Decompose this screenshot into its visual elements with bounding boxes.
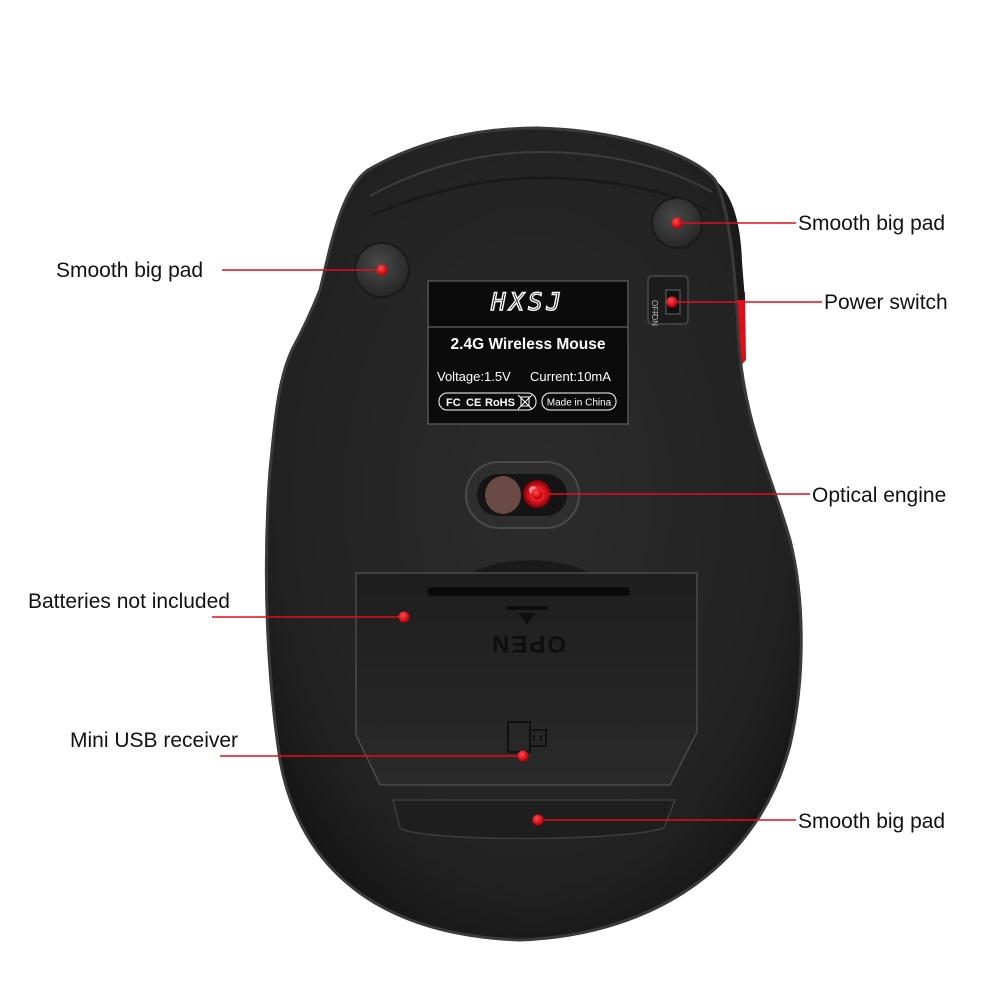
callout-dot-optical — [531, 488, 543, 500]
origin-badge — [541, 392, 617, 411]
callout-lines — [212, 222, 822, 821]
brand-logo: HXSJ — [490, 288, 565, 316]
callout-pad-top-left: Smooth big pad — [56, 259, 204, 282]
cert-fc: FC — [446, 397, 461, 409]
callout-power-switch: Power switch — [824, 291, 948, 314]
callout-optical-engine: Optical engine — [812, 484, 947, 507]
weee-bin-icon — [517, 394, 533, 410]
open-arrow-icon — [506, 606, 548, 624]
top-rim-inner — [371, 176, 709, 217]
top-rim — [369, 150, 713, 197]
battery-bay-shadow — [472, 560, 590, 573]
callout-dot-pad-top-right — [671, 217, 683, 229]
origin-text: Made in China — [547, 398, 612, 409]
callout-dot-power-switch — [666, 296, 678, 308]
callout-batteries: Batteries not included — [28, 590, 230, 613]
usb-receiver-icon — [507, 721, 547, 753]
sensor-reflection — [485, 476, 521, 514]
callout-dot-usb — [517, 750, 529, 762]
callout-dot-batteries — [398, 611, 410, 623]
callout-pad-top-right: Smooth big pad — [798, 212, 946, 235]
callout-dot-pad-bottom — [532, 814, 544, 826]
cert-badge — [438, 392, 537, 411]
callout-dot-pad-top-left — [376, 264, 388, 276]
open-label: OPEN — [490, 630, 566, 657]
cover-slot — [427, 587, 630, 596]
cert-rohs: RoHS — [485, 397, 515, 409]
switch-off-label: OFF — [650, 300, 659, 316]
label-sticker — [427, 280, 629, 425]
callout-usb-receiver: Mini USB receiver — [70, 729, 239, 752]
cert-ce: CE — [466, 397, 481, 409]
voltage-text: Voltage:1.5V — [437, 369, 511, 384]
battery-cover — [355, 572, 698, 786]
current-text: Current:10mA — [530, 369, 611, 384]
callout-pad-bottom: Smooth big pad — [798, 810, 946, 833]
switch-on-label: ON — [650, 314, 659, 326]
product-name: 2.4G Wireless Mouse — [451, 336, 606, 353]
